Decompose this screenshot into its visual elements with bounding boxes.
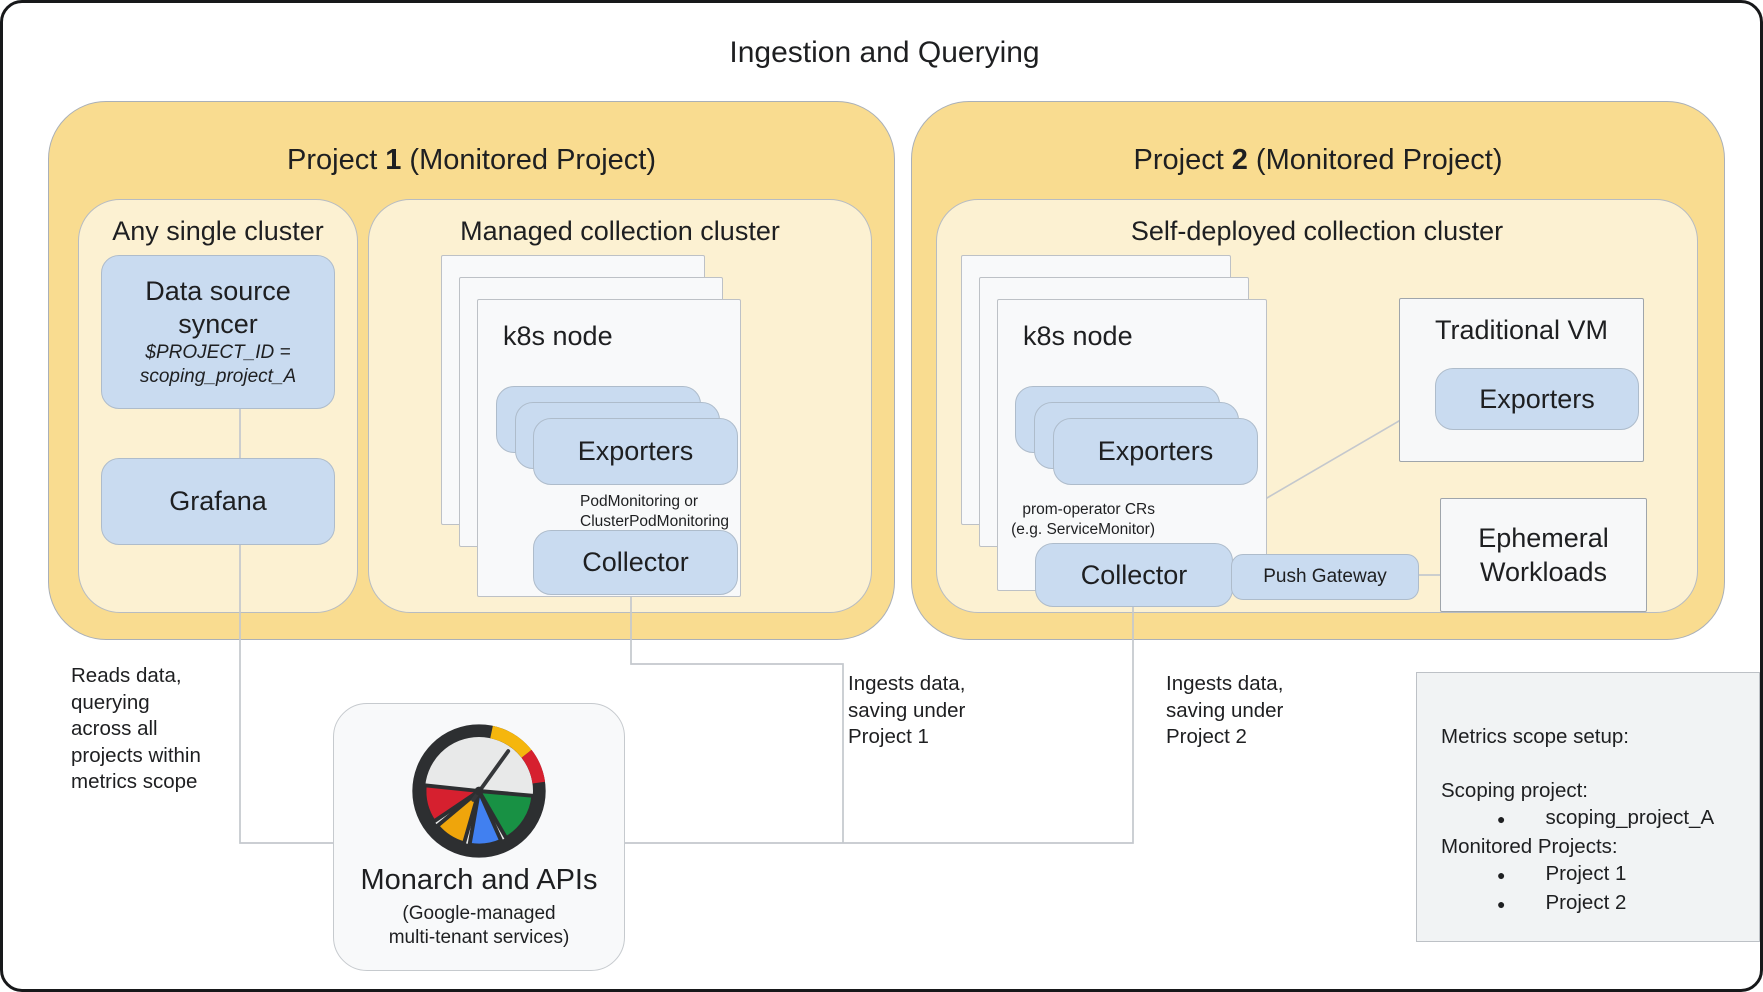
syncer-note-line2: scoping_project_A — [139, 366, 297, 387]
metrics-scope-spacer — [1441, 750, 1759, 777]
ephemeral-workloads-line1: Ephemeral — [1478, 523, 1609, 553]
k8s-node-label-p1: k8s node — [503, 321, 613, 351]
monarch-gauge-icon — [412, 724, 546, 858]
connector-grafana-monarch — [239, 543, 333, 844]
ephemeral-workloads-line2: Workloads — [1479, 557, 1608, 587]
project1-header-prefix: Project — [287, 144, 378, 176]
managed-collection-cluster-title: Managed collection cluster — [460, 216, 780, 246]
podmonitoring-note-line2: ClusterPodMonitoring — [580, 512, 730, 530]
scoping-project-value: scoping_project_A — [1545, 806, 1715, 829]
monitored-project-item-2: ● Project 2 — [1441, 889, 1759, 918]
traditional-vm-title: Traditional VM — [1434, 315, 1609, 345]
reads-data-annotation: Reads data, querying across all projects… — [71, 663, 201, 796]
content-layer: Data source syncer $PROJECT_ID = scoping… — [3, 3, 1760, 989]
connector-collector1-down — [630, 593, 844, 843]
diagram-title: Ingestion and Querying — [729, 36, 1040, 69]
project2-header-suffix: (Monitored Project) — [1255, 144, 1503, 176]
exporters-box-p2: Exporters — [1053, 418, 1258, 485]
reads-line-1: Reads data, — [71, 664, 182, 687]
grafana-box: Grafana — [101, 458, 335, 545]
bullet-icon: ● — [1497, 896, 1506, 912]
ingests1-line-2: saving under — [848, 698, 966, 722]
collector-box-p2: Collector — [1035, 543, 1233, 607]
data-source-syncer-label: Data source syncer — [145, 276, 291, 339]
reads-line-3: across all — [71, 717, 158, 740]
prom-operator-note-line2: (e.g. ServiceMonitor) — [1011, 520, 1155, 538]
monarch-box: Monarch and APIs (Google-managed multi-t… — [333, 703, 625, 971]
metrics-scope-box: Metrics scope setup: Scoping project: ● … — [1416, 672, 1760, 942]
project1-header-number: 1 — [385, 144, 402, 176]
monarch-title: Monarch and APIs — [360, 864, 598, 896]
monitored-project-item-1: ● Project 1 — [1441, 860, 1759, 889]
prom-operator-note: prom-operator CRs (e.g. ServiceMonitor) — [903, 500, 1155, 539]
monarch-subtitle-line2: multi-tenant services) — [388, 927, 570, 948]
reads-line-2: querying — [71, 690, 150, 714]
metrics-scope-title: Metrics scope setup: — [1441, 725, 1629, 748]
ingests1-line-3: Project 1 — [848, 725, 929, 748]
monitored-projects-label: Monitored Projects: — [1441, 835, 1618, 858]
monitored-project-2: Project 2 — [1545, 891, 1627, 914]
reads-line-5: metrics scope — [71, 770, 198, 793]
push-gateway-box: Push Gateway — [1231, 554, 1419, 600]
bullet-icon: ● — [1497, 811, 1506, 827]
project1-header-suffix: (Monitored Project) — [409, 144, 656, 176]
scoping-project-label: Scoping project: — [1441, 779, 1589, 802]
ingests2-line-2: saving under — [1166, 698, 1284, 722]
any-single-cluster-title: Any single cluster — [112, 216, 324, 246]
self-deployed-cluster-title: Self-deployed collection cluster — [1130, 216, 1504, 246]
ingests1-line-1: Ingests data, — [848, 672, 966, 695]
k8s-node-label-p2: k8s node — [1023, 321, 1133, 351]
bullet-icon: ● — [1497, 867, 1506, 883]
podmonitoring-note-line1: PodMonitoring or — [580, 493, 699, 510]
connector-collector2-monarch — [625, 605, 1134, 844]
exporters-box-vm: Exporters — [1435, 368, 1639, 430]
monitored-project-1: Project 1 — [1545, 862, 1627, 885]
prom-operator-note-line1: prom-operator CRs — [1022, 501, 1155, 518]
ingests2-line-1: Ingests data, — [1166, 672, 1284, 695]
podmonitoring-note: PodMonitoring or ClusterPodMonitoring — [580, 492, 729, 531]
project2-header-prefix: Project — [1133, 144, 1224, 176]
ephemeral-workloads-box: Ephemeral Workloads — [1440, 498, 1647, 612]
reads-line-4: projects within — [71, 743, 201, 767]
project2-header-number: 2 — [1231, 144, 1248, 176]
scoping-project-item: ● scoping_project_A — [1441, 804, 1759, 833]
ingests2-line-3: Project 2 — [1166, 725, 1247, 748]
ingests-project1-annotation: Ingests data, saving under Project 1 — [848, 671, 965, 751]
exporters-box-p1: Exporters — [533, 418, 738, 485]
monarch-subtitle: (Google-managed multi-tenant services) — [334, 902, 624, 950]
monarch-subtitle-line1: (Google-managed — [402, 903, 556, 924]
syncer-note-line1: $PROJECT_ID = — [145, 342, 291, 363]
collector-box-p1: Collector — [533, 530, 738, 595]
ingests-project2-annotation: Ingests data, saving under Project 2 — [1166, 671, 1283, 751]
data-source-syncer-box: Data source syncer $PROJECT_ID = scoping… — [101, 255, 335, 409]
